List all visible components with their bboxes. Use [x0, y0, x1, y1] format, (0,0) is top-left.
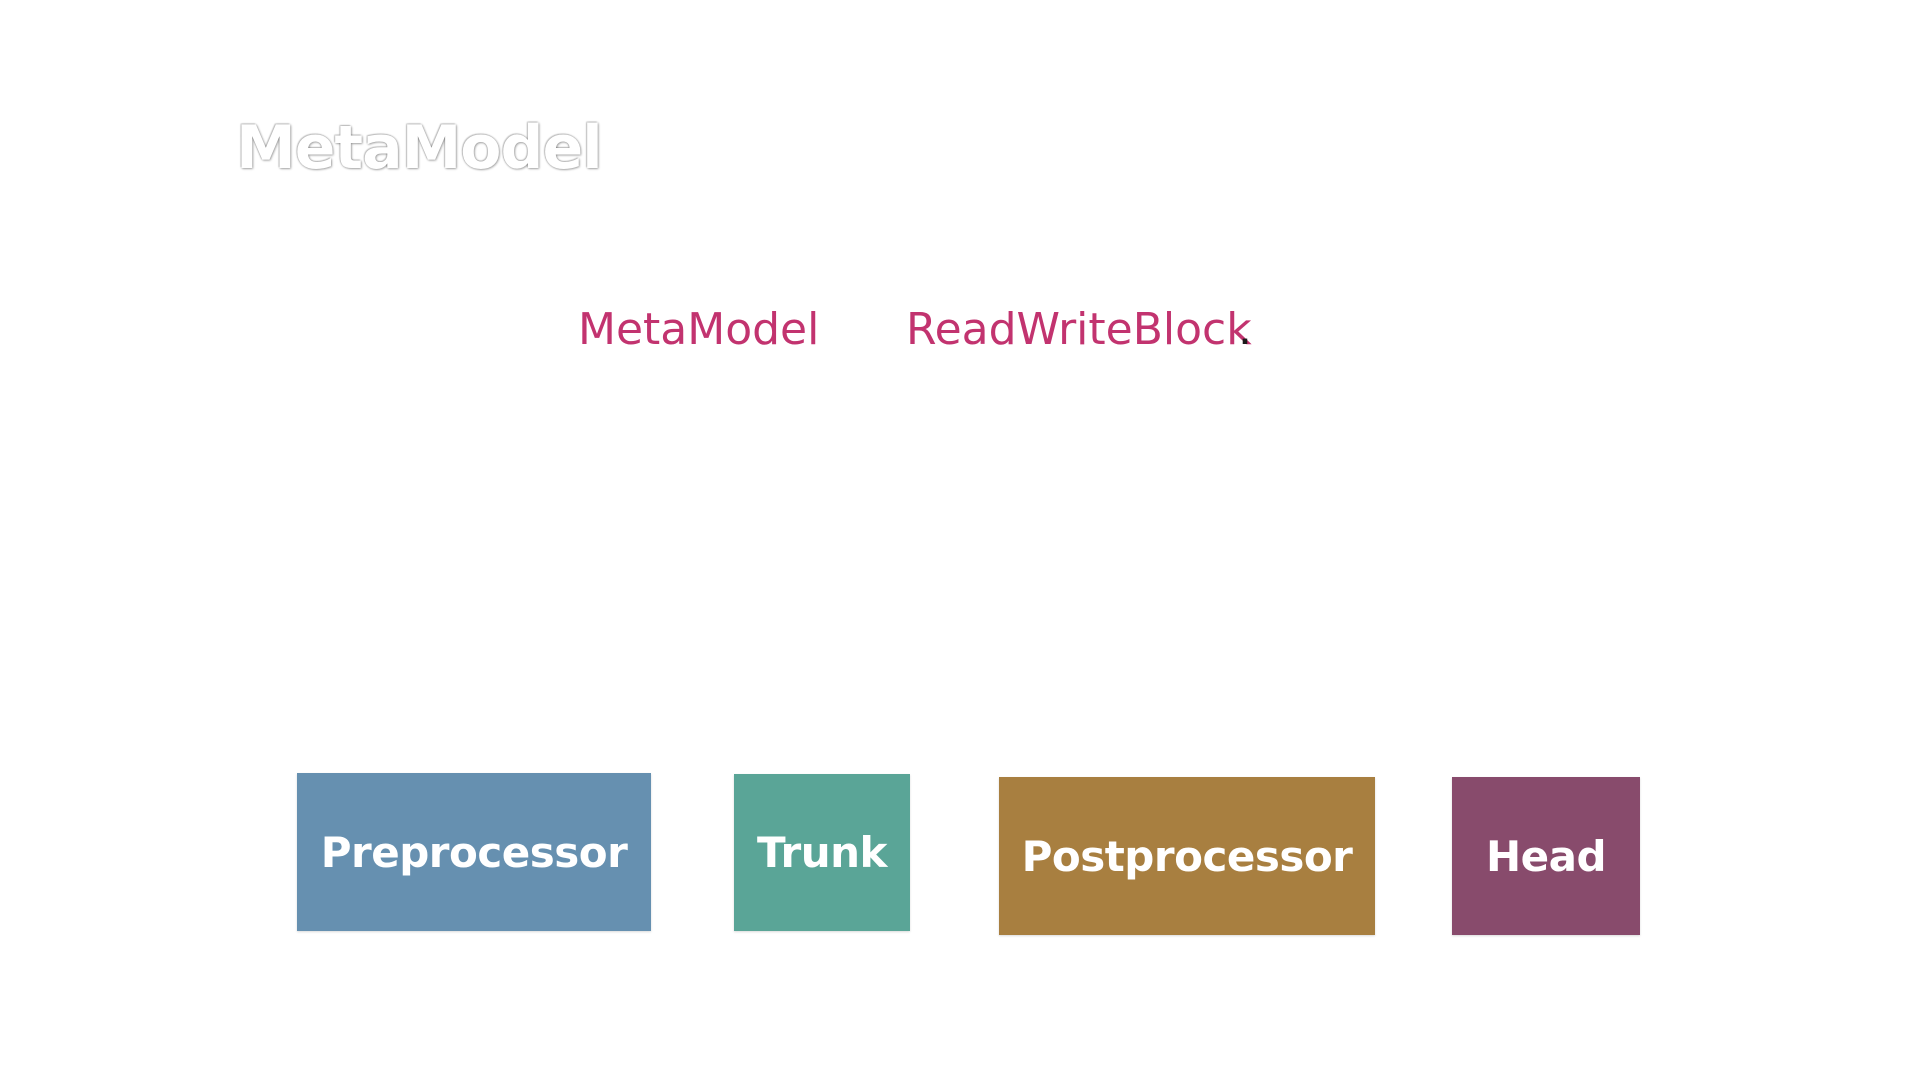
slide-title: MetaModel — [236, 113, 603, 183]
trunk-block: Trunk — [734, 774, 910, 931]
subtitle-term-readwriteblock: ReadWriteBlock — [906, 304, 1252, 355]
subtitle-line: MetaModel ReadWriteBlock . — [0, 300, 1920, 360]
preprocessor-block: Preprocessor — [297, 773, 651, 931]
subtitle-term-metamodel: MetaModel — [578, 304, 820, 355]
postprocessor-block: Postprocessor — [999, 777, 1375, 935]
subtitle-period: . — [1238, 304, 1252, 355]
head-block: Head — [1452, 777, 1640, 935]
